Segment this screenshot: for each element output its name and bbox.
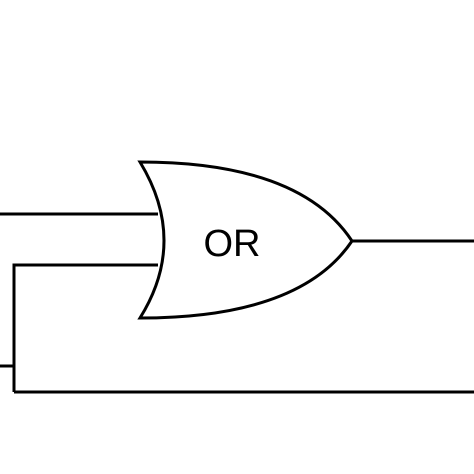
- or-gate-body: [137, 160, 354, 320]
- input-b-wire: [12, 263, 158, 392]
- gate-label: OR: [204, 223, 261, 265]
